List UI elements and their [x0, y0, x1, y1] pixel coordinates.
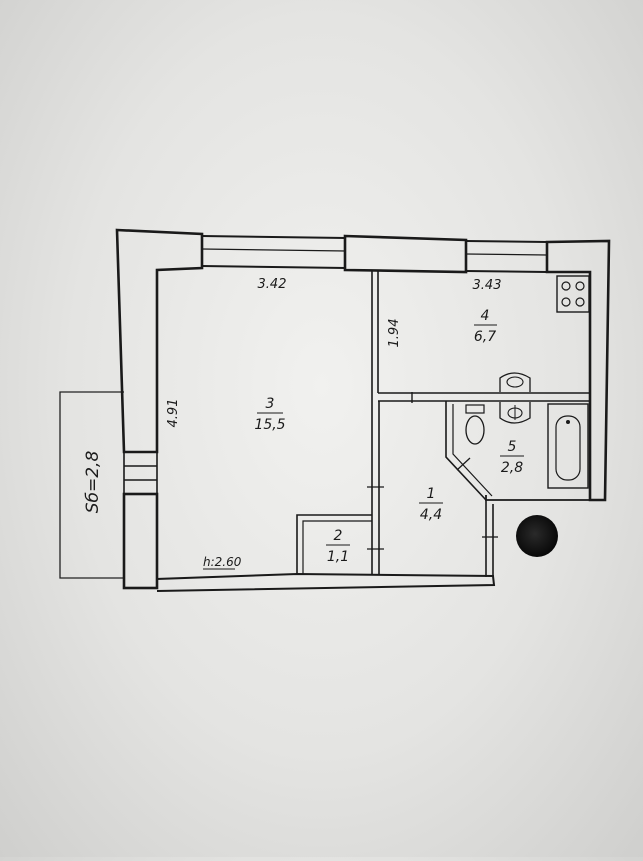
washbasin-icon: [499, 402, 531, 424]
ink-stain: [516, 515, 558, 557]
bathroom-west-wall: [445, 401, 487, 501]
north-window-1-outer: [201, 235, 347, 239]
room-3-area: 15,5: [254, 417, 285, 433]
kitchen-sink-icon: [499, 372, 531, 392]
north-wall-pier: [343, 234, 468, 274]
ceiling-height-label: h:2.60: [203, 555, 242, 569]
room-1-number: 1: [427, 486, 436, 502]
dimension-room4-depth: 1.94: [387, 319, 402, 348]
west-wall-lower: [122, 492, 159, 590]
west-wall-window-frame: [123, 451, 158, 495]
bathtub-icon: [547, 403, 589, 489]
balcony-area-label: Sб=2,8: [83, 451, 103, 514]
door-mark-bathroom: [456, 457, 471, 471]
dimension-room3-depth: 4.91: [166, 399, 181, 428]
room-1-area: 4,4: [420, 507, 442, 523]
toilet-icon: [465, 404, 485, 445]
room-2-area: 1,1: [327, 549, 349, 565]
room-3-number: 3: [266, 396, 275, 412]
balcony-outline: [59, 391, 124, 579]
north-window-1-pane: [201, 248, 347, 252]
room-5-number: 5: [508, 439, 517, 455]
north-window-2-pane: [465, 253, 548, 256]
room-4-number: 4: [481, 308, 490, 324]
room-4-area: 6,7: [474, 329, 496, 345]
bathroom-south-wall: [485, 495, 605, 501]
closet-walls: [296, 514, 372, 575]
south-wall: [156, 572, 496, 592]
north-window-2-inner: [465, 270, 548, 273]
west-wall-upper: [115, 228, 204, 454]
dimension-room3-width: 3.42: [258, 277, 287, 292]
north-window-2-outer: [465, 240, 548, 243]
north-window-1-inner: [201, 265, 347, 269]
closet-walls-inner: [302, 520, 372, 575]
dimension-room4-width: 3.43: [473, 278, 502, 293]
stove-icon: [556, 275, 590, 313]
room-2-number: 2: [334, 528, 343, 544]
bathroom-west-wall-inner: [452, 404, 493, 497]
room-5-area: 2,8: [501, 460, 523, 476]
